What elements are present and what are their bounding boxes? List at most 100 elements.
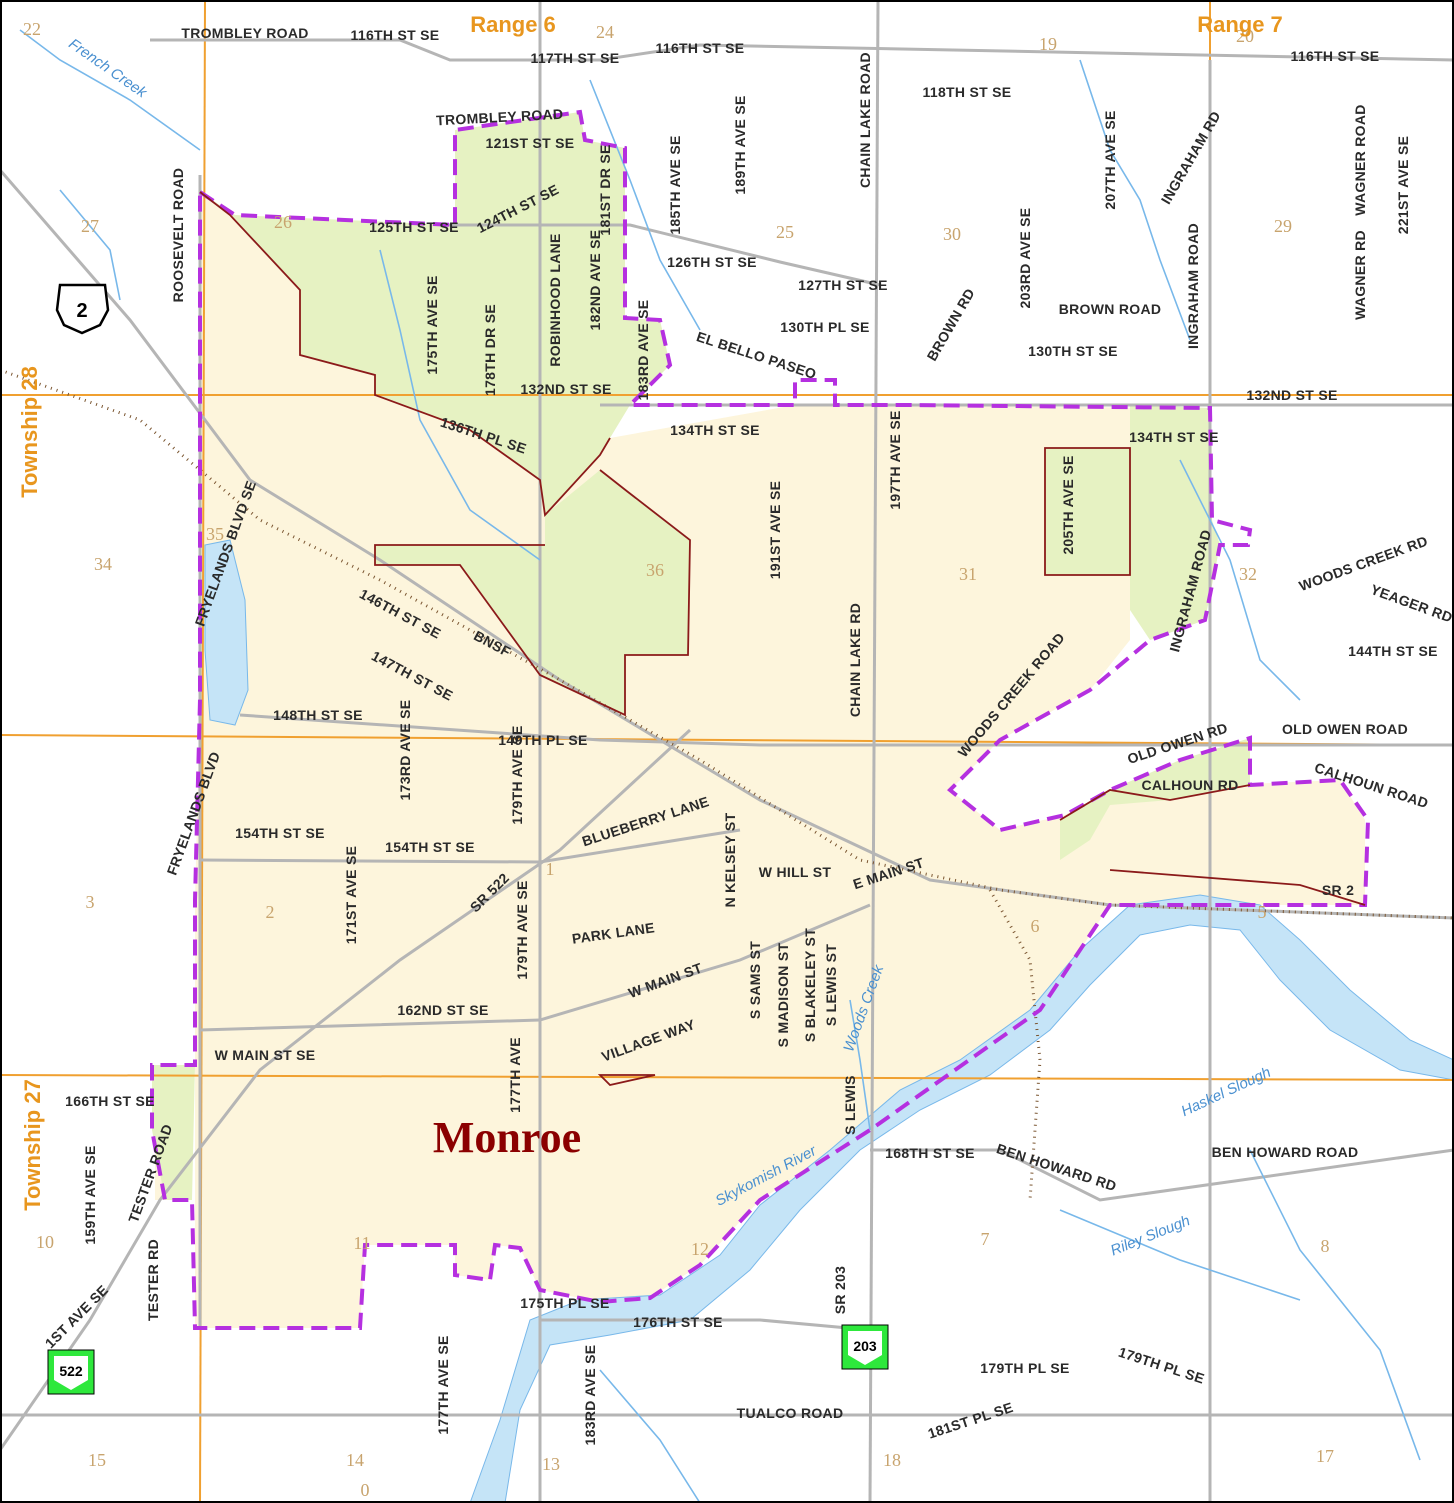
section-number: 22 xyxy=(23,19,41,39)
road-label: 154TH ST SE xyxy=(235,825,325,841)
road-label: 118TH ST SE xyxy=(923,84,1012,100)
section-number: 8 xyxy=(1321,1236,1330,1256)
road-label: 117TH ST SE xyxy=(531,50,620,66)
road-label: 132ND ST SE xyxy=(1246,387,1337,403)
road-label: 191ST AVE SE xyxy=(767,481,783,580)
road-label: 134TH ST SE xyxy=(1129,429,1219,445)
road-label: TROMBLEY ROAD xyxy=(436,106,564,129)
road-label: WAGNER RD xyxy=(1352,230,1368,320)
road-label: S BLAKELEY ST xyxy=(802,928,818,1042)
road-label: 179TH AVE SE xyxy=(509,725,525,824)
road-label: 179TH PL SE xyxy=(980,1360,1069,1376)
uga-area-east xyxy=(1045,405,1220,640)
section-number: 0 xyxy=(361,1480,370,1500)
section-number: 11 xyxy=(353,1233,370,1253)
section-number: 10 xyxy=(36,1232,54,1252)
uga-area-calhoun xyxy=(1060,738,1250,860)
section-number: 3 xyxy=(86,892,95,912)
road-label: SR 2 xyxy=(1322,882,1354,898)
road-label: 197TH AVE SE xyxy=(887,410,903,509)
road-label: 154TH ST SE xyxy=(385,839,475,855)
sr-203-shield: 203 xyxy=(841,1324,889,1370)
section-number: 18 xyxy=(883,1450,901,1470)
road-label: INGRAHAM ROAD xyxy=(1185,223,1201,349)
road-label: S LEWIS xyxy=(842,1075,858,1135)
road-label: W MAIN ST SE xyxy=(215,1047,316,1063)
road-label: S SAMS ST xyxy=(747,941,763,1019)
road-label: S LEWIS ST xyxy=(823,944,839,1026)
road-label: 177TH AVE xyxy=(507,1037,523,1113)
section-number: 25 xyxy=(776,222,794,242)
road-label: 176TH ST SE xyxy=(633,1314,723,1330)
road-label: OLD OWEN ROAD xyxy=(1282,721,1408,737)
road-label: 183RD AVE SE xyxy=(582,1345,598,1446)
road-label: 116TH ST SE xyxy=(656,40,745,56)
section-number: 19 xyxy=(1039,34,1057,54)
road-label: 203RD AVE SE xyxy=(1017,208,1033,309)
range-label: Range 7 xyxy=(1197,12,1283,37)
road-label: CHAIN LAKE ROAD xyxy=(857,52,873,188)
road-label: 149TH PL SE xyxy=(498,732,587,748)
road-label: N KELSEY ST xyxy=(722,812,738,907)
city-boundary xyxy=(199,191,1366,1086)
road-label: 125TH ST SE xyxy=(369,219,459,235)
road-label: S MADISON ST xyxy=(775,942,791,1047)
road-label: CALHOUN RD xyxy=(1141,777,1238,793)
section-number: 20 xyxy=(1236,26,1254,46)
uga-boundary xyxy=(150,109,1371,1330)
road-label: 207TH AVE SE xyxy=(1102,110,1118,209)
road-label: SR 203 xyxy=(832,1266,848,1315)
section-number: 17 xyxy=(1316,1446,1334,1466)
streams xyxy=(19,29,1421,1503)
section-number: 36 xyxy=(646,560,664,580)
section-number: 24 xyxy=(596,22,614,42)
section-number: 2 xyxy=(266,902,275,922)
road-label: 144TH ST SE xyxy=(1348,643,1438,659)
section-number: 31 xyxy=(959,564,977,584)
road-label: TESTER RD xyxy=(145,1239,161,1321)
section-number: 27 xyxy=(81,216,99,236)
road-label: 185TH AVE SE xyxy=(667,135,683,234)
section-number: 15 xyxy=(88,1450,106,1470)
sr-522-shield-number: 522 xyxy=(59,1363,83,1379)
road-label: ROBINHOOD LANE xyxy=(547,233,563,366)
road-label: 127TH ST SE xyxy=(798,277,888,293)
road-label: 166TH ST SE xyxy=(65,1093,155,1109)
section-number: 30 xyxy=(943,224,961,244)
city-name-label: Monroe xyxy=(433,1113,581,1162)
sr-522-shield: 522 xyxy=(47,1349,95,1395)
road-label: 168TH ST SE xyxy=(885,1145,975,1161)
road-label: 177TH AVE SE xyxy=(435,1335,451,1434)
road-label: 173RD AVE SE xyxy=(397,700,413,801)
section-number: 6 xyxy=(1031,916,1040,936)
section-number: 1 xyxy=(546,859,555,879)
section-number: 26 xyxy=(274,212,292,232)
road-label: 189TH AVE SE xyxy=(732,95,748,194)
section-number: 5 xyxy=(1258,902,1267,922)
sr-203-shield-number: 203 xyxy=(853,1338,877,1354)
section-number: 29 xyxy=(1274,216,1292,236)
road-label: 159TH AVE SE xyxy=(82,1145,98,1244)
road-label: 175TH PL SE xyxy=(520,1295,609,1311)
us-2-shield-number: 2 xyxy=(76,300,87,322)
road-label: TUALCO ROAD xyxy=(737,1405,844,1421)
section-number: 12 xyxy=(691,1239,709,1259)
road-label: 121ST ST SE xyxy=(486,135,575,151)
road-label: 221ST AVE SE xyxy=(1395,136,1411,235)
section-number: 34 xyxy=(94,554,112,574)
section-number: 7 xyxy=(981,1229,990,1249)
road-label: 175TH AVE SE xyxy=(424,275,440,374)
uga-area-north xyxy=(200,112,670,515)
section-number: 14 xyxy=(346,1450,364,1470)
us-2-shield: 2 xyxy=(55,283,110,335)
uga-area-36 xyxy=(375,470,690,715)
road-label: 182ND AVE SE xyxy=(587,230,603,331)
road-label: 148TH ST SE xyxy=(273,707,363,723)
road-label: 116TH ST SE xyxy=(351,27,440,43)
range-label: Range 6 xyxy=(470,12,556,37)
road-label: W HILL ST xyxy=(759,864,832,880)
road-label: 179TH AVE SE xyxy=(514,880,530,979)
road-label: 132ND ST SE xyxy=(520,381,611,397)
